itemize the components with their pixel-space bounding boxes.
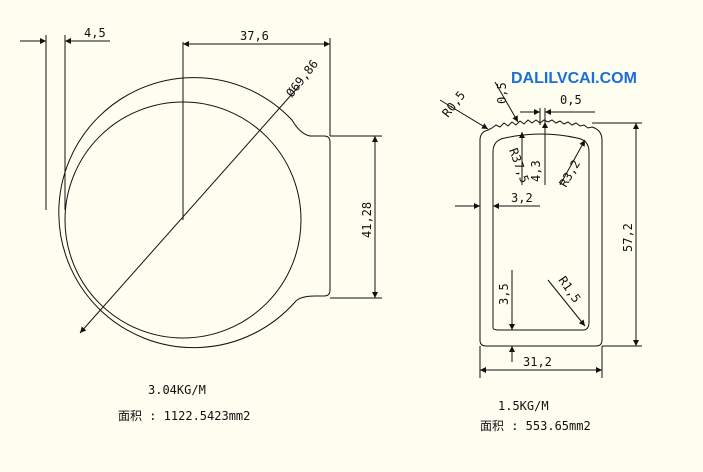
right-inner-radius-label: R1,5: [556, 274, 584, 306]
right-corner-radius-label: R3,2: [556, 157, 583, 189]
left-offset-label: 37,6: [240, 29, 269, 43]
left-weight-label: 3.04KG/M: [148, 383, 206, 397]
right-inner-radius-leader: [547, 279, 586, 327]
left-wall-label: 4,5: [84, 26, 106, 40]
left-outer-contour: [58, 77, 331, 349]
brand-watermark: DALILVCAI.COM: [511, 70, 637, 87]
left-diameter-label: Ø69,86: [283, 57, 321, 100]
left-diameter-leader: [79, 84, 301, 334]
right-profile: [439, 81, 642, 378]
right-outer-radius-leader: [439, 99, 489, 130]
right-outer-radius-label: R0,5: [439, 88, 468, 119]
right-corner-radius-leader: [559, 139, 586, 186]
right-rib-height-label: 4,3: [529, 160, 543, 182]
right-weight-label: 1.5KG/M: [498, 399, 549, 413]
right-outer-contour: [479, 119, 603, 347]
right-inner-cavity: [492, 133, 590, 331]
right-width-label: 31,2: [523, 355, 552, 369]
left-height-label: 41,28: [360, 202, 374, 238]
right-arc-radius-label: R37,5: [506, 146, 532, 185]
left-profile: [20, 35, 382, 349]
right-top-wall-label: 0,5: [495, 82, 509, 104]
right-top-wall-leader: [494, 81, 519, 123]
left-area-label: 面积 : 1122.5423mm2: [118, 409, 250, 423]
right-height-label: 57,2: [621, 223, 635, 252]
right-side-wall-label: 3,2: [511, 191, 533, 205]
right-rib-label: 0,5: [560, 93, 582, 107]
right-area-label: 面积 : 553.65mm2: [480, 419, 591, 433]
right-bottom-wall-label: 3,5: [497, 283, 511, 305]
